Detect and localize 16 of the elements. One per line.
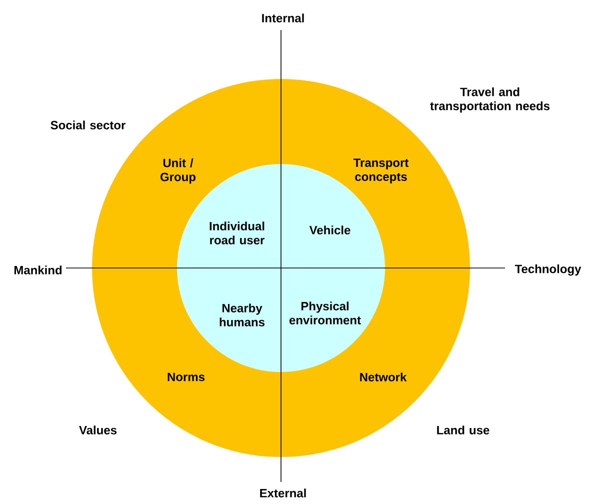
sector-label: Values: [79, 426, 117, 434]
ring-label: Transport concepts: [353, 158, 409, 184]
ring-label: Unit / Group: [160, 158, 196, 184]
circle-label: Nearby humans: [220, 304, 265, 326]
sector-label: Social sector: [50, 120, 126, 130]
circle-label: Physical environment: [289, 302, 361, 324]
sector-label: Land use: [437, 426, 490, 434]
axis-label: Technology: [514, 264, 582, 276]
axis-label: Mankind: [14, 266, 62, 274]
sector-label: Travel and transportation needs: [430, 87, 550, 113]
ring-label: Network: [360, 372, 407, 382]
axis-label: Internal: [262, 14, 304, 22]
circle-label: Individual road user: [210, 222, 264, 244]
axis-label: External: [260, 488, 306, 498]
circle-label: Vehicle: [309, 226, 350, 234]
ring-label: Norms: [168, 372, 204, 382]
